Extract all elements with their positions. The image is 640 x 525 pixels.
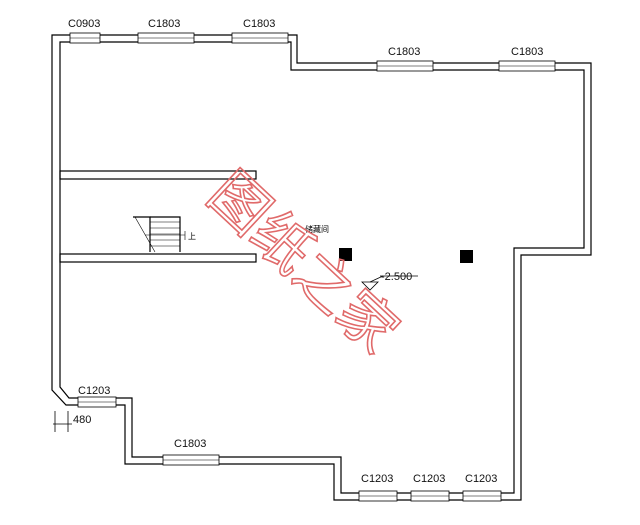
window-c1203-left [77, 396, 117, 408]
window-c1803-upper-right-1 [376, 60, 434, 72]
stair-up-label: 上 [188, 232, 196, 241]
window-label: C1203 [413, 473, 445, 485]
room-label: 储藏间 [305, 224, 329, 234]
dimension-text: 480 [73, 414, 91, 426]
window-label: C1803 [243, 18, 275, 30]
window-label: C1203 [78, 385, 110, 397]
window-c1803-top-2 [231, 32, 289, 44]
partition-wall-upper [59, 170, 257, 180]
window-label: C1803 [511, 46, 543, 58]
window-c1803-top-1 [137, 32, 195, 44]
window-c0903-top [69, 32, 101, 44]
column-right [460, 250, 473, 263]
window-c1203-bottom-1 [358, 490, 398, 502]
window-label: C0903 [68, 18, 100, 30]
window-c1203-bottom-3 [462, 490, 502, 502]
window-c1203-bottom-2 [410, 490, 450, 502]
elevation-label: -2.500 [381, 271, 412, 283]
window-c1803-upper-right-2 [498, 60, 556, 72]
elevation-symbol [361, 275, 418, 291]
window-label: C1803 [174, 438, 206, 450]
stair [133, 216, 186, 253]
window-label: C1803 [388, 46, 420, 58]
window-label: C1203 [465, 473, 497, 485]
dimension-mark [53, 411, 72, 432]
window-label: C1803 [148, 18, 180, 30]
partition-wall-lower [59, 253, 257, 263]
column-left [339, 248, 352, 261]
window-c1803-bottom [162, 454, 220, 466]
window-label: C1203 [361, 473, 393, 485]
